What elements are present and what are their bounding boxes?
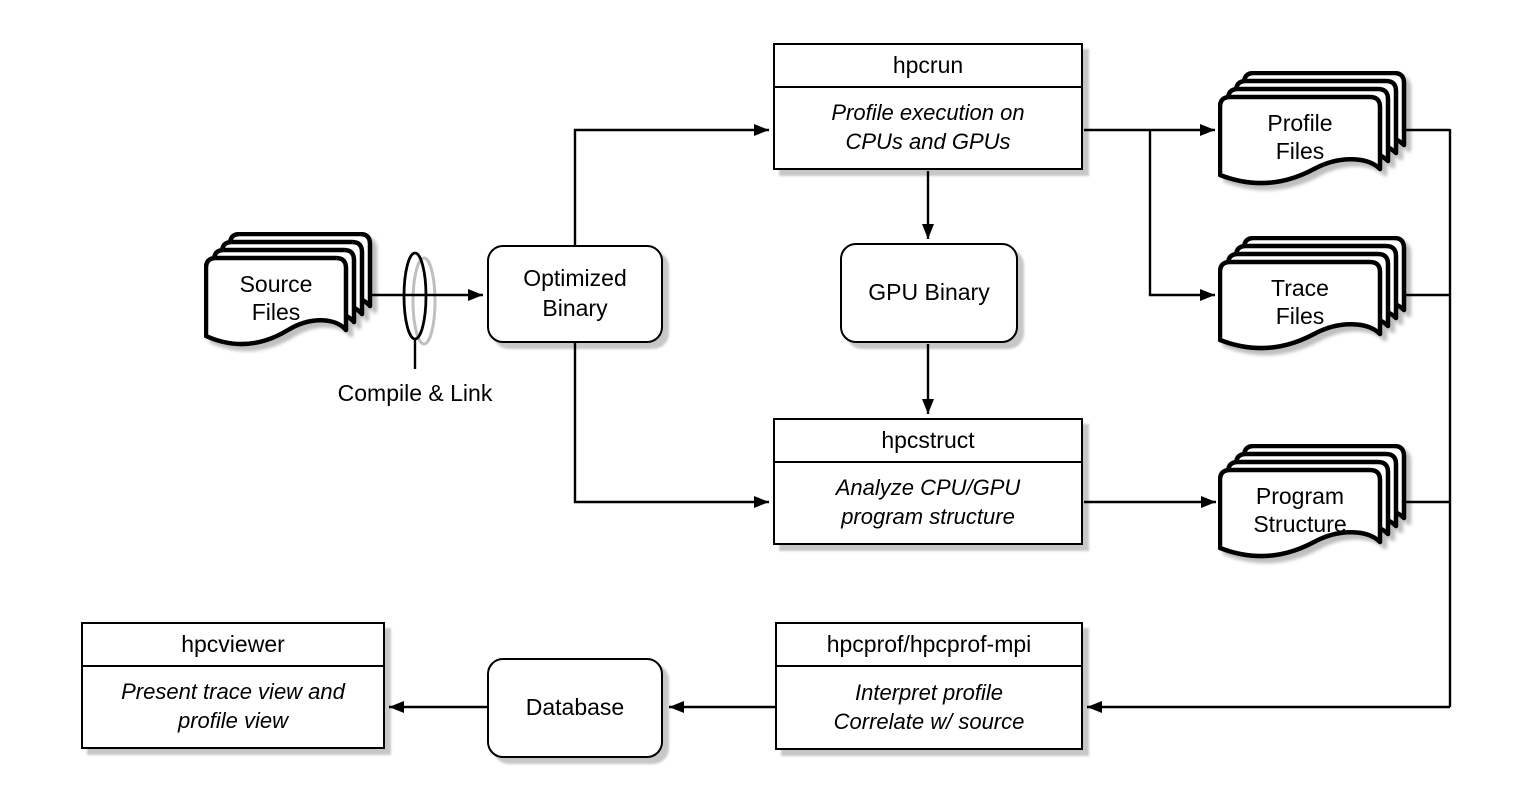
edge-hpcrun-to-tracefiles	[1148, 130, 1215, 301]
trace-files-label: Trace Files	[1271, 274, 1329, 329]
document-stack-icon	[1218, 236, 1407, 351]
program-structure-node: Program Structure	[1218, 444, 1410, 570]
source-files-label: Source Files	[239, 270, 313, 325]
source-files-node: Source Files	[204, 232, 376, 358]
hpcstruct-title: hpcstruct	[775, 420, 1081, 463]
compile-link-lens-icon	[402, 251, 428, 341]
gpu-binary-label: GPU Binary	[868, 279, 990, 306]
hpcviewer-node: hpcviewer Present trace view and profile…	[81, 622, 385, 749]
hpcstruct-description: Analyze CPU/GPU program structure	[835, 475, 1021, 529]
document-stack-icon	[1218, 71, 1407, 186]
compile-link-label: Compile & Link	[337, 380, 493, 406]
document-stack-icon	[1218, 444, 1407, 559]
hpcviewer-description: Present trace view and profile view	[121, 679, 345, 733]
database-node: Database	[487, 658, 663, 758]
hpcstruct-node: hpcstruct Analyze CPU/GPU program struct…	[773, 418, 1083, 545]
trace-files-node: Trace Files	[1218, 236, 1410, 362]
program-structure-label: Program Structure	[1253, 482, 1347, 537]
hpcprof-title: hpcprof/hpcprof-mpi	[777, 624, 1081, 667]
hpcrun-node: hpcrun Profile execution on CPUs and GPU…	[773, 43, 1083, 170]
compile-link-lens-shadow	[411, 256, 437, 346]
hpcprof-node: hpcprof/hpcprof-mpi Interpret profile Co…	[775, 622, 1083, 750]
hpcrun-title: hpcrun	[775, 45, 1081, 88]
document-stack-icon	[204, 232, 373, 347]
database-label: Database	[525, 694, 625, 721]
profile-files-label: Profile Files	[1267, 109, 1333, 164]
profile-files-node: Profile Files	[1218, 71, 1410, 197]
hpcprof-description: Interpret profile Correlate w/ source	[833, 679, 1025, 734]
gpu-binary-node: GPU Binary	[840, 243, 1018, 343]
hpcviewer-title: hpcviewer	[83, 624, 383, 667]
optimized-binary-label: Optimized	[523, 265, 627, 292]
edge-optimized-to-hpcrun	[573, 124, 769, 245]
optimized-binary-node: Optimized Binary	[487, 245, 663, 343]
edge-optimized-to-hpcstruct	[573, 343, 769, 508]
hpcrun-description: Profile execution on CPUs and GPUs	[831, 100, 1025, 154]
